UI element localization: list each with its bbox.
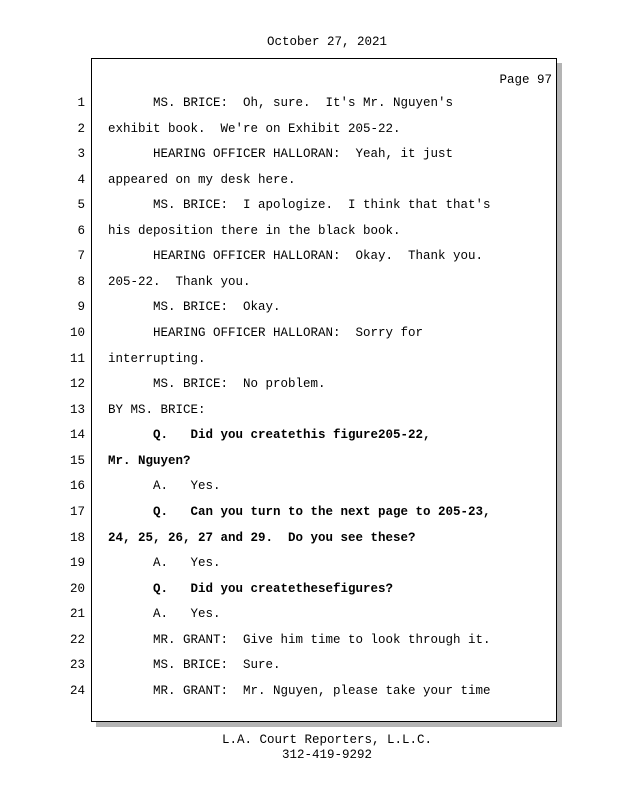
line-number: 22 bbox=[69, 632, 85, 647]
transcript-line: Mr. Nguyen? bbox=[108, 453, 191, 468]
footer-phone: 312-419-9292 bbox=[281, 748, 372, 762]
transcript-line: 24, 25, 26, 27 and 29. Do you see these? bbox=[108, 530, 416, 545]
line-number: 23 bbox=[69, 658, 85, 673]
transcript-line: MS. BRICE: Okay. bbox=[108, 300, 281, 315]
transcript-line: HEARING OFFICER HALLORAN: Sorry for bbox=[108, 326, 424, 341]
transcript-line: interrupting. bbox=[108, 351, 206, 366]
transcript-line: MS. BRICE: Oh, sure. It's Mr. Nguyen's bbox=[108, 96, 454, 110]
transcript-line: HEARING OFFICER HALLORAN: Yeah, it just bbox=[108, 147, 454, 162]
line-number: 14 bbox=[69, 428, 85, 443]
transcript-line: MR. GRANT: Mr. Nguyen, please take your … bbox=[108, 683, 491, 698]
line-number: 11 bbox=[69, 351, 85, 366]
transcript-line: MS. BRICE: I apologize. I think that tha… bbox=[108, 198, 491, 213]
line-number: 13 bbox=[69, 402, 85, 417]
transcript-line: Q. Can you turn to the next page to 205-… bbox=[108, 504, 491, 519]
page-number: Page 97 bbox=[499, 73, 552, 87]
transcript-line: MR. GRANT: Give him time to look through… bbox=[108, 632, 491, 647]
line-number: 19 bbox=[69, 556, 85, 571]
line-number: 8 bbox=[77, 274, 85, 289]
transcript-line: A. Yes. bbox=[108, 556, 221, 571]
line-number: 5 bbox=[77, 198, 85, 213]
line-number: 2 bbox=[77, 121, 85, 136]
line-number: 21 bbox=[69, 607, 85, 622]
transcript-line: Q. Did you createthis figure205-22, bbox=[108, 428, 431, 443]
transcript-line: his deposition there in the black book. bbox=[108, 223, 401, 238]
transcript-line: BY MS. BRICE: bbox=[108, 402, 206, 417]
line-number: 1 bbox=[77, 96, 85, 110]
line-number: 20 bbox=[69, 581, 85, 596]
line-number: 10 bbox=[69, 326, 85, 341]
transcript-line: appeared on my desk here. bbox=[108, 172, 296, 187]
transcript-line: exhibit book. We're on Exhibit 205-22. bbox=[108, 121, 401, 136]
transcript-line: HEARING OFFICER HALLORAN: Okay. Thank yo… bbox=[108, 249, 484, 264]
line-number: 15 bbox=[69, 453, 85, 468]
line-number: 6 bbox=[77, 223, 85, 238]
footer-company: L.A. Court Reporters, L.L.C. bbox=[221, 733, 433, 747]
transcript-line: MS. BRICE: No problem. bbox=[108, 377, 326, 392]
line-number: 7 bbox=[77, 249, 85, 264]
line-number: 17 bbox=[69, 504, 85, 519]
line-number: 3 bbox=[77, 147, 85, 162]
line-number: 12 bbox=[69, 377, 85, 392]
line-number: 4 bbox=[77, 172, 85, 187]
line-number: 9 bbox=[77, 300, 85, 315]
line-number: 24 bbox=[69, 683, 85, 698]
transcript-line: 205-22. Thank you. bbox=[108, 274, 251, 289]
transcript-line: MS. BRICE: Sure. bbox=[108, 658, 281, 673]
transcript-line: A. Yes. bbox=[108, 479, 221, 494]
transcript-line: A. Yes. bbox=[108, 607, 221, 622]
transcript-page: Page 97 1 MS. BRICE: Oh, sure. It's Mr. … bbox=[70, 58, 557, 722]
line-number: 16 bbox=[69, 479, 85, 494]
line-number: 18 bbox=[69, 530, 85, 545]
footer: L.A. Court Reporters, L.L.C. 312-419-929… bbox=[0, 733, 618, 763]
transcript-date: October 27, 2021 bbox=[266, 35, 388, 49]
transcript-line: Q. Did you createthesefigures? bbox=[108, 581, 394, 596]
